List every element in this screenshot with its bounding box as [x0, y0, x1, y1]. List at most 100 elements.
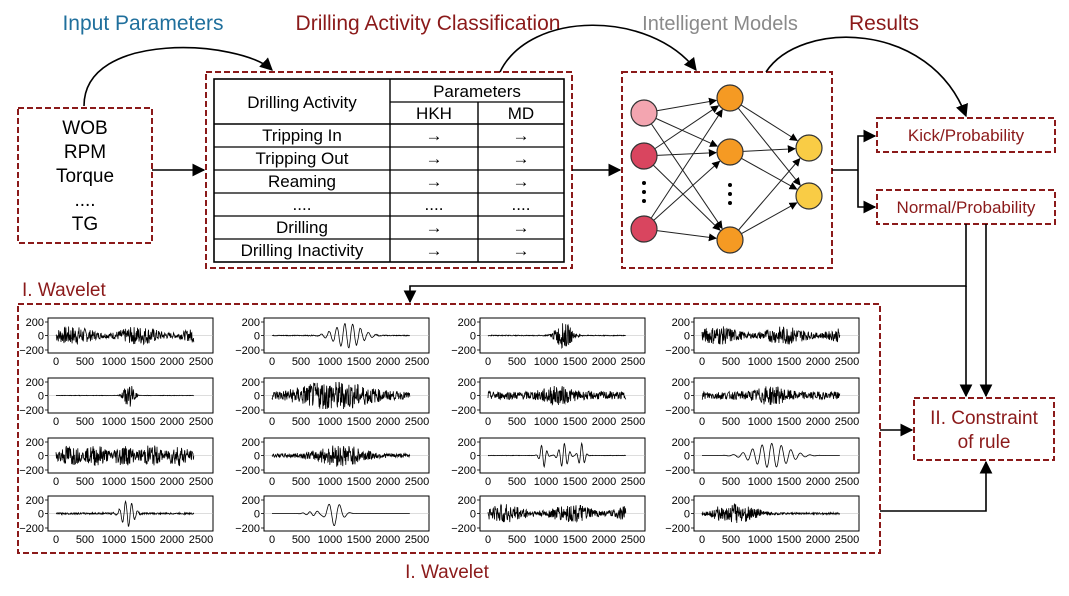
wavelet-x-tick: 1500 [347, 356, 371, 368]
wavelet-x-tick: 500 [292, 356, 310, 368]
wavelet-y-tick: 200 [242, 317, 260, 329]
wavelet-y-tick: −200 [451, 523, 476, 535]
wavelet-trace [271, 445, 411, 467]
wavelet-x-tick: 2000 [592, 534, 616, 546]
wavelet-y-tick: 0 [254, 451, 260, 463]
table-row-md: → [513, 149, 530, 168]
wavelet-y-tick: 0 [684, 331, 690, 343]
wavelet-x-tick: 2000 [160, 416, 184, 428]
wavelet-y-tick: 200 [242, 437, 260, 449]
wavelet-y-tick: −200 [19, 465, 44, 477]
wavelet-y-tick: 0 [38, 331, 44, 343]
wavelet-y-tick: 0 [254, 509, 260, 521]
constraint-of-rule-box [913, 397, 1055, 461]
wavelet-y-tick: 200 [26, 495, 44, 507]
wavelet-y-tick: 200 [672, 317, 690, 329]
arrow-to-normal [857, 170, 877, 214]
wavelet-trace [55, 326, 195, 346]
wavelet-x-tick: 2500 [189, 356, 213, 368]
wavelet-y-tick: −200 [665, 405, 690, 417]
wavelet-y-tick: 0 [684, 391, 690, 403]
input-param: WOB [62, 118, 107, 139]
wavelet-x-tick: 2500 [835, 476, 859, 488]
wavelet-y-tick: 0 [470, 509, 476, 521]
table-row-md: → [513, 241, 530, 260]
wavelet-x-tick: 0 [485, 416, 491, 428]
table-row-hkh: → [426, 149, 443, 168]
wavelet-label-bottom: I. Wavelet [405, 562, 489, 583]
wavelet-x-tick: 500 [292, 476, 310, 488]
wavelet-x-tick: 1000 [318, 356, 342, 368]
wavelet-x-tick: 0 [699, 476, 705, 488]
nn-ellipsis-dot [728, 192, 732, 196]
wavelet-y-tick: 200 [26, 377, 44, 389]
table-row-activity: Reaming [268, 172, 336, 191]
wavelet-x-tick: 2000 [160, 534, 184, 546]
arrow-wavelet-bottom-to-constraint [880, 460, 993, 512]
wavelet-x-tick: 0 [699, 534, 705, 546]
wavelet-x-tick: 1000 [102, 356, 126, 368]
wavelet-trace [487, 323, 626, 350]
table-row-activity: Tripping Out [256, 149, 349, 168]
constraint-line2: of rule [958, 432, 1011, 453]
nn-node-layer2 [716, 138, 744, 166]
header-input-parameters: Input Parameters [62, 12, 223, 35]
wavelet-y-tick: 0 [470, 391, 476, 403]
table-row-md: .... [512, 195, 531, 214]
table-subheader-md: MD [508, 104, 534, 123]
input-param: TG [72, 214, 98, 235]
wavelet-x-tick: 0 [269, 416, 275, 428]
table-row-hkh: → [426, 172, 443, 191]
activity-table: Drilling Activity Parameters HKH MD Trip… [213, 78, 565, 263]
wavelet-x-tick: 1000 [748, 416, 772, 428]
wavelet-x-tick: 2500 [835, 534, 859, 546]
wavelet-x-tick: 0 [485, 356, 491, 368]
wavelet-y-tick: 0 [38, 509, 44, 521]
wavelet-x-tick: 2000 [376, 416, 400, 428]
wavelet-trace [487, 385, 627, 406]
wavelet-y-tick: 200 [242, 495, 260, 507]
wavelet-y-tick: 200 [458, 377, 476, 389]
wavelet-x-tick: 1000 [748, 356, 772, 368]
wavelet-y-tick: −200 [19, 523, 44, 535]
nn-ellipsis-dot [642, 199, 646, 203]
arrow-models-to-results-curve [765, 36, 968, 118]
nn-node-layer2 [716, 84, 744, 112]
wavelet-x-tick: 1500 [131, 534, 155, 546]
wavelet-y-tick: 0 [684, 451, 690, 463]
wavelet-trace [56, 385, 194, 407]
kick-probability-box [876, 117, 1056, 153]
wavelet-y-tick: 200 [458, 317, 476, 329]
wavelet-x-tick: 2000 [160, 476, 184, 488]
wavelet-x-tick: 500 [722, 534, 740, 546]
table-row-activity: Drilling [276, 218, 328, 237]
nn-node-layer2 [716, 226, 744, 254]
wavelet-x-tick: 1500 [777, 534, 801, 546]
wavelet-x-tick: 1000 [318, 476, 342, 488]
normal-probability-label: Normal/Probability [897, 198, 1036, 217]
wavelet-x-tick: 500 [292, 416, 310, 428]
wavelet-trace [271, 323, 411, 349]
wavelet-x-tick: 0 [53, 476, 59, 488]
wavelet-x-tick: 1500 [563, 534, 587, 546]
wavelet-x-tick: 2500 [835, 416, 859, 428]
wavelet-y-tick: −200 [235, 405, 260, 417]
wavelet-y-tick: −200 [665, 345, 690, 357]
wavelet-x-tick: 0 [699, 356, 705, 368]
wavelet-x-tick: 2500 [189, 416, 213, 428]
wavelet-trace [488, 441, 626, 469]
wavelet-y-tick: 200 [672, 437, 690, 449]
nn-ellipsis-dot [728, 183, 732, 187]
wavelet-x-tick: 500 [76, 356, 94, 368]
wavelet-x-tick: 1500 [563, 356, 587, 368]
wavelet-x-tick: 500 [292, 534, 310, 546]
wavelet-x-tick: 1500 [777, 416, 801, 428]
